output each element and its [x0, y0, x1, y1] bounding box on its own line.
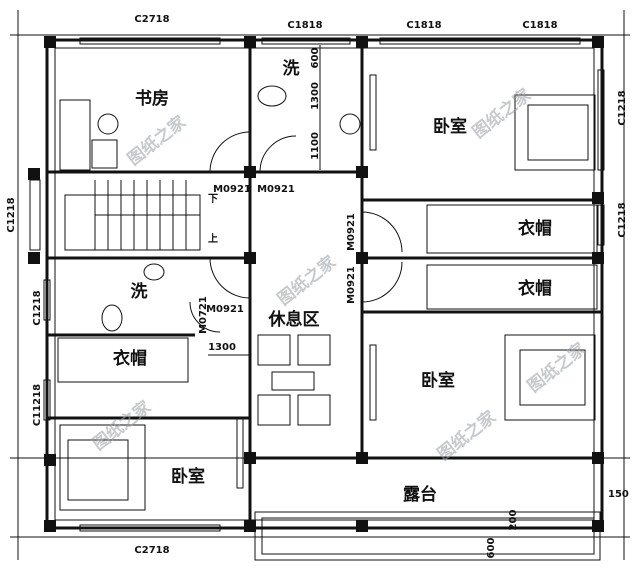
columns: [28, 36, 604, 532]
watermark-1: 图纸之家: [123, 111, 190, 169]
dim-left-1: C1218: [6, 197, 17, 232]
dim-door-4: M0921: [346, 266, 357, 304]
sanitary-fixtures: [101, 85, 361, 332]
windows: [29, 37, 605, 532]
dim-600: 600: [486, 538, 497, 559]
walls: [45, 38, 604, 530]
dim-top-mid: C1818: [287, 20, 322, 31]
dim-left-2: C1218: [32, 290, 43, 325]
dim-door-6: M0921: [206, 304, 244, 315]
watermark-6: 图纸之家: [433, 406, 500, 464]
dim-200: 200: [508, 510, 519, 531]
dim-top-right-2: C1818: [522, 20, 557, 31]
watermark-4: 图纸之家: [523, 338, 590, 396]
room-label-lounge: 休息区: [268, 309, 320, 330]
room-label-terrace: 露台: [403, 484, 437, 505]
room-label-wardrobe-left: 衣帽: [113, 348, 147, 369]
room-label-bedroom-mid-right: 卧室: [421, 370, 455, 391]
dim-right-2: C1218: [617, 202, 628, 237]
room-label-wash-top: 洗: [283, 58, 300, 79]
dim-door-5: M0721: [198, 296, 209, 334]
door-swings: [189, 131, 403, 333]
stair-label-down: 下: [208, 193, 218, 205]
dim-door-2: M0921: [257, 184, 295, 195]
room-label-study: 书房: [135, 88, 169, 109]
staircase: [64, 180, 201, 251]
dim-top-right-1: C1818: [406, 20, 441, 31]
dim-top-left: C2718: [134, 14, 169, 25]
beds: [59, 94, 596, 511]
lounge-furniture: [257, 334, 331, 426]
room-label-wardrobe-right-1: 衣帽: [518, 218, 552, 239]
dim-right-1: C1218: [617, 90, 628, 125]
watermark-2: 图纸之家: [468, 84, 535, 142]
dim-wash-1300: 1300: [310, 82, 321, 110]
room-label-wardrobe-right-2: 衣帽: [518, 278, 552, 299]
wardrobe-boxes: [57, 204, 598, 383]
watermark-3: 图纸之家: [273, 251, 340, 309]
dim-door-3: M0921: [346, 213, 357, 251]
room-label-bedroom-bottom-left: 卧室: [171, 466, 205, 487]
study-furniture: [59, 99, 119, 171]
dim-wash-600: 600: [310, 48, 321, 69]
room-label-wash-left: 洗: [131, 281, 148, 302]
dim-bottom-left: C2718: [134, 545, 169, 556]
room-label-bedroom-top-right: 卧室: [433, 116, 467, 137]
dim-150: 150: [608, 489, 629, 500]
dim-left-3: C11218: [32, 384, 43, 426]
dim-door-1: M0921: [213, 184, 251, 195]
terrace-railing: [254, 511, 601, 561]
dim-1300: 1300: [208, 342, 236, 353]
dim-wash-1100: 1100: [310, 132, 321, 160]
stair-label-up: 上: [208, 232, 218, 245]
